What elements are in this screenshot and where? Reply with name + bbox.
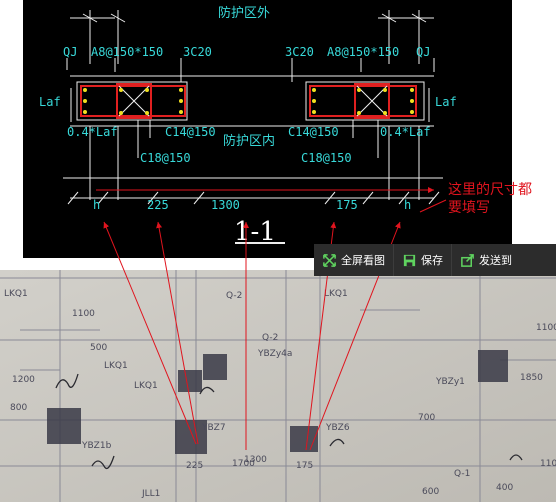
photo-label: 1100 — [72, 309, 95, 319]
photo-label: LKQ1 — [4, 289, 28, 299]
right-rebar-block — [305, 81, 425, 121]
fullscreen-label: 全屏看图 — [341, 254, 385, 267]
right-c18-label: C18@150 — [301, 151, 352, 165]
photo-label: 1700 — [232, 459, 255, 469]
dimension-225: 225 — [147, 198, 169, 212]
save-icon — [403, 254, 416, 266]
save-button[interactable]: 保存 — [393, 244, 451, 276]
left-rebar-block — [76, 81, 188, 121]
right-3c20-label: 3C20 — [285, 45, 314, 59]
left-04laf-label: 0.4*Laf — [67, 125, 118, 139]
photo-label: 700 — [418, 413, 435, 423]
photo-label: JLL1 — [141, 489, 160, 499]
cad-linework — [63, 10, 443, 244]
photo-label: YBZ6 — [325, 423, 350, 433]
photo-label: 1100 — [536, 323, 556, 333]
photo-label: YBZ7 — [201, 423, 226, 433]
left-3c20-label: 3C20 — [183, 45, 212, 59]
right-c14-label: C14@150 — [288, 125, 339, 139]
dimension-h-right: h — [404, 198, 411, 212]
photo-label: YBZy4a — [257, 349, 292, 359]
dimension-175: 175 — [336, 198, 358, 212]
left-qj-label: QJ — [63, 45, 77, 59]
photo-label: Q-1 — [454, 469, 470, 479]
photo-label: Q-2 — [226, 291, 242, 301]
photo-label: LKQ1 — [324, 289, 348, 299]
fullscreen-icon — [323, 253, 336, 267]
left-a8-label: A8@150*150 — [91, 45, 163, 59]
cad-section-drawing: 防护区外 防护区内 QJ A8@150*150 3C20 Laf 0.4*Laf… — [23, 0, 512, 258]
photo-label: 1200 — [12, 375, 35, 385]
photo-label: LKQ1 — [104, 361, 128, 371]
send-to-button[interactable]: 发送到 — [451, 244, 520, 276]
image-viewer-toolbar: 全屏看图 保存 发送到 — [314, 244, 556, 276]
photo-handwritten-marks — [55, 373, 523, 470]
photo-label: 1850 — [520, 373, 543, 383]
photo-label: 600 — [422, 487, 439, 497]
share-icon — [461, 253, 474, 267]
section-label: 1-1 — [234, 217, 276, 247]
left-c18-label: C18@150 — [140, 151, 191, 165]
photo-label: 1300 — [244, 455, 267, 465]
leader-lines — [66, 58, 435, 158]
left-c14-label: C14@150 — [165, 125, 216, 139]
right-qj-label: QJ — [416, 45, 430, 59]
right-a8-label: A8@150*150 — [327, 45, 399, 59]
right-04laf-label: 0.4*Laf — [380, 125, 431, 139]
photo-label: 800 — [10, 403, 27, 413]
left-laf-label: Laf — [39, 95, 61, 109]
send-to-label: 发送到 — [479, 254, 512, 267]
photo-label: Q-2 — [262, 333, 278, 343]
photo-label: YBZy1 — [435, 377, 465, 387]
photo-label: YBZ1b — [81, 441, 112, 451]
printed-drawing-photo: LKQ1 Q-2 LKQ1 Q-2 YBZy4a LKQ1 YBZy1 YBZ1… — [0, 270, 556, 502]
dimension-h-left: h — [93, 198, 100, 212]
photo-label: 1100 — [540, 459, 556, 469]
inside-zone-label: 防护区内 — [223, 133, 275, 149]
fullscreen-button[interactable]: 全屏看图 — [314, 244, 393, 276]
photo-label: 400 — [496, 483, 513, 493]
dimension-1300: 1300 — [211, 198, 240, 212]
photo-label: 225 — [186, 461, 203, 471]
photo-label: 175 — [296, 461, 313, 471]
outside-zone-label: 防护区外 — [218, 5, 270, 21]
photo-label: LKQ1 — [134, 381, 158, 391]
save-label: 保存 — [421, 254, 443, 267]
photo-label: 500 — [90, 343, 107, 353]
right-laf-label: Laf — [435, 95, 457, 109]
